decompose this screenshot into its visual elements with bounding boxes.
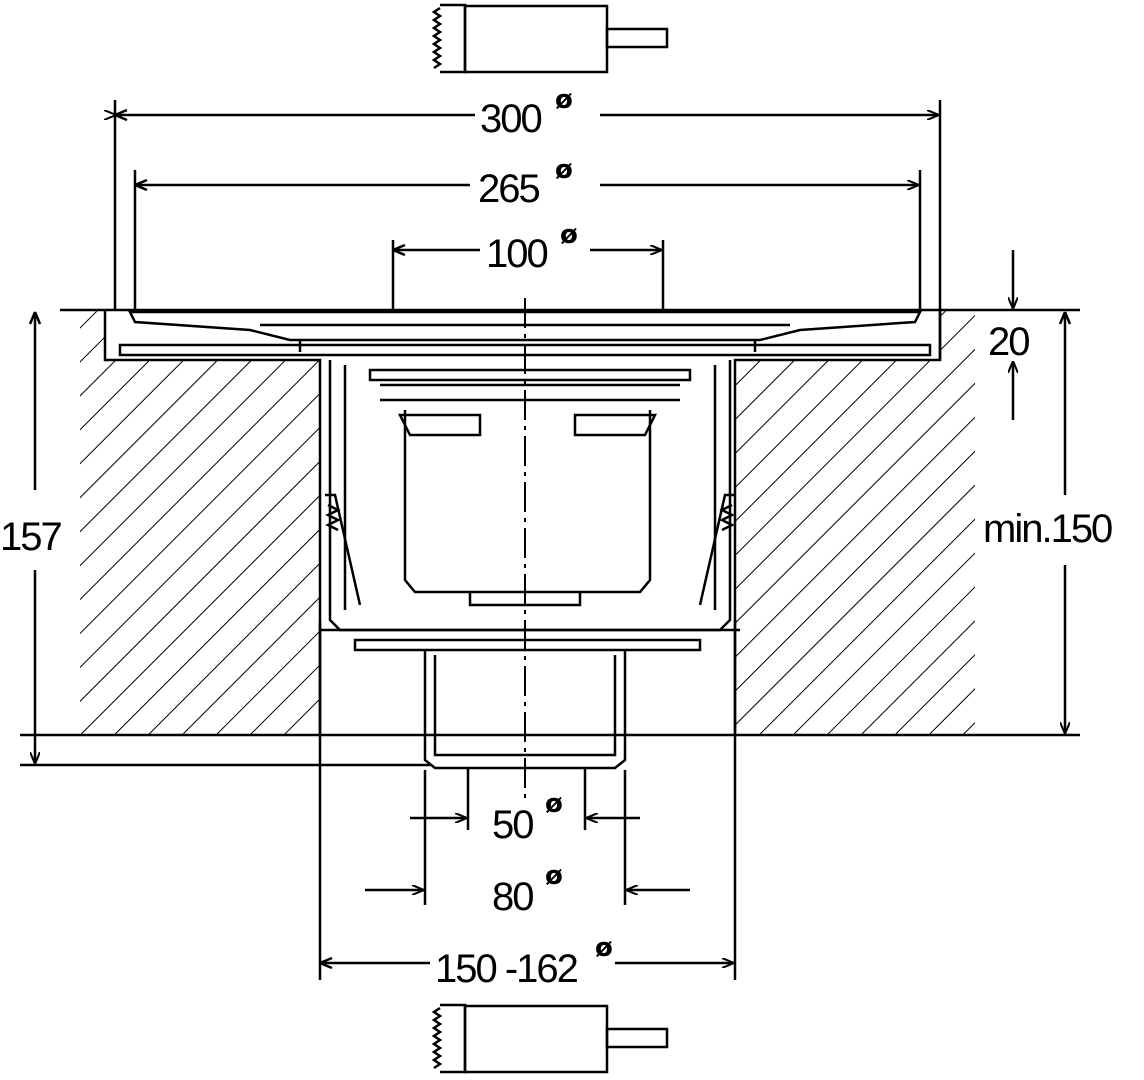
svg-text:ø: ø: [560, 220, 578, 250]
plug-symbol-top: [431, 3, 669, 74]
drain-body: [320, 360, 740, 652]
dim-265: 265 ø: [478, 155, 573, 211]
svg-text:ø: ø: [555, 155, 573, 185]
dim-100: 100 ø: [486, 220, 578, 276]
svg-text:50: 50: [492, 803, 533, 847]
svg-text:ø: ø: [545, 789, 563, 819]
dim-20: 20: [988, 320, 1029, 364]
svg-text:150 -162: 150 -162: [435, 947, 578, 991]
dim-150-162: 150 -162 ø: [435, 933, 613, 991]
grate: [118, 310, 932, 357]
svg-text:ø: ø: [545, 861, 563, 891]
dim-157: 157: [0, 515, 61, 559]
dim-min150: min.150: [983, 507, 1112, 551]
svg-text:ø: ø: [595, 933, 613, 963]
dim-300: 300 ø: [480, 85, 573, 141]
dim-80: 80 ø: [492, 861, 563, 919]
svg-text:ø: ø: [555, 85, 573, 115]
concrete-right: [733, 310, 975, 735]
dim-50: 50 ø: [492, 789, 563, 847]
svg-text:265: 265: [478, 167, 539, 211]
svg-text:300: 300: [480, 97, 541, 141]
concrete-left: [80, 310, 322, 735]
svg-text:80: 80: [492, 875, 533, 919]
plug-symbol-bottom: [431, 1003, 669, 1074]
svg-text:100: 100: [486, 232, 547, 276]
